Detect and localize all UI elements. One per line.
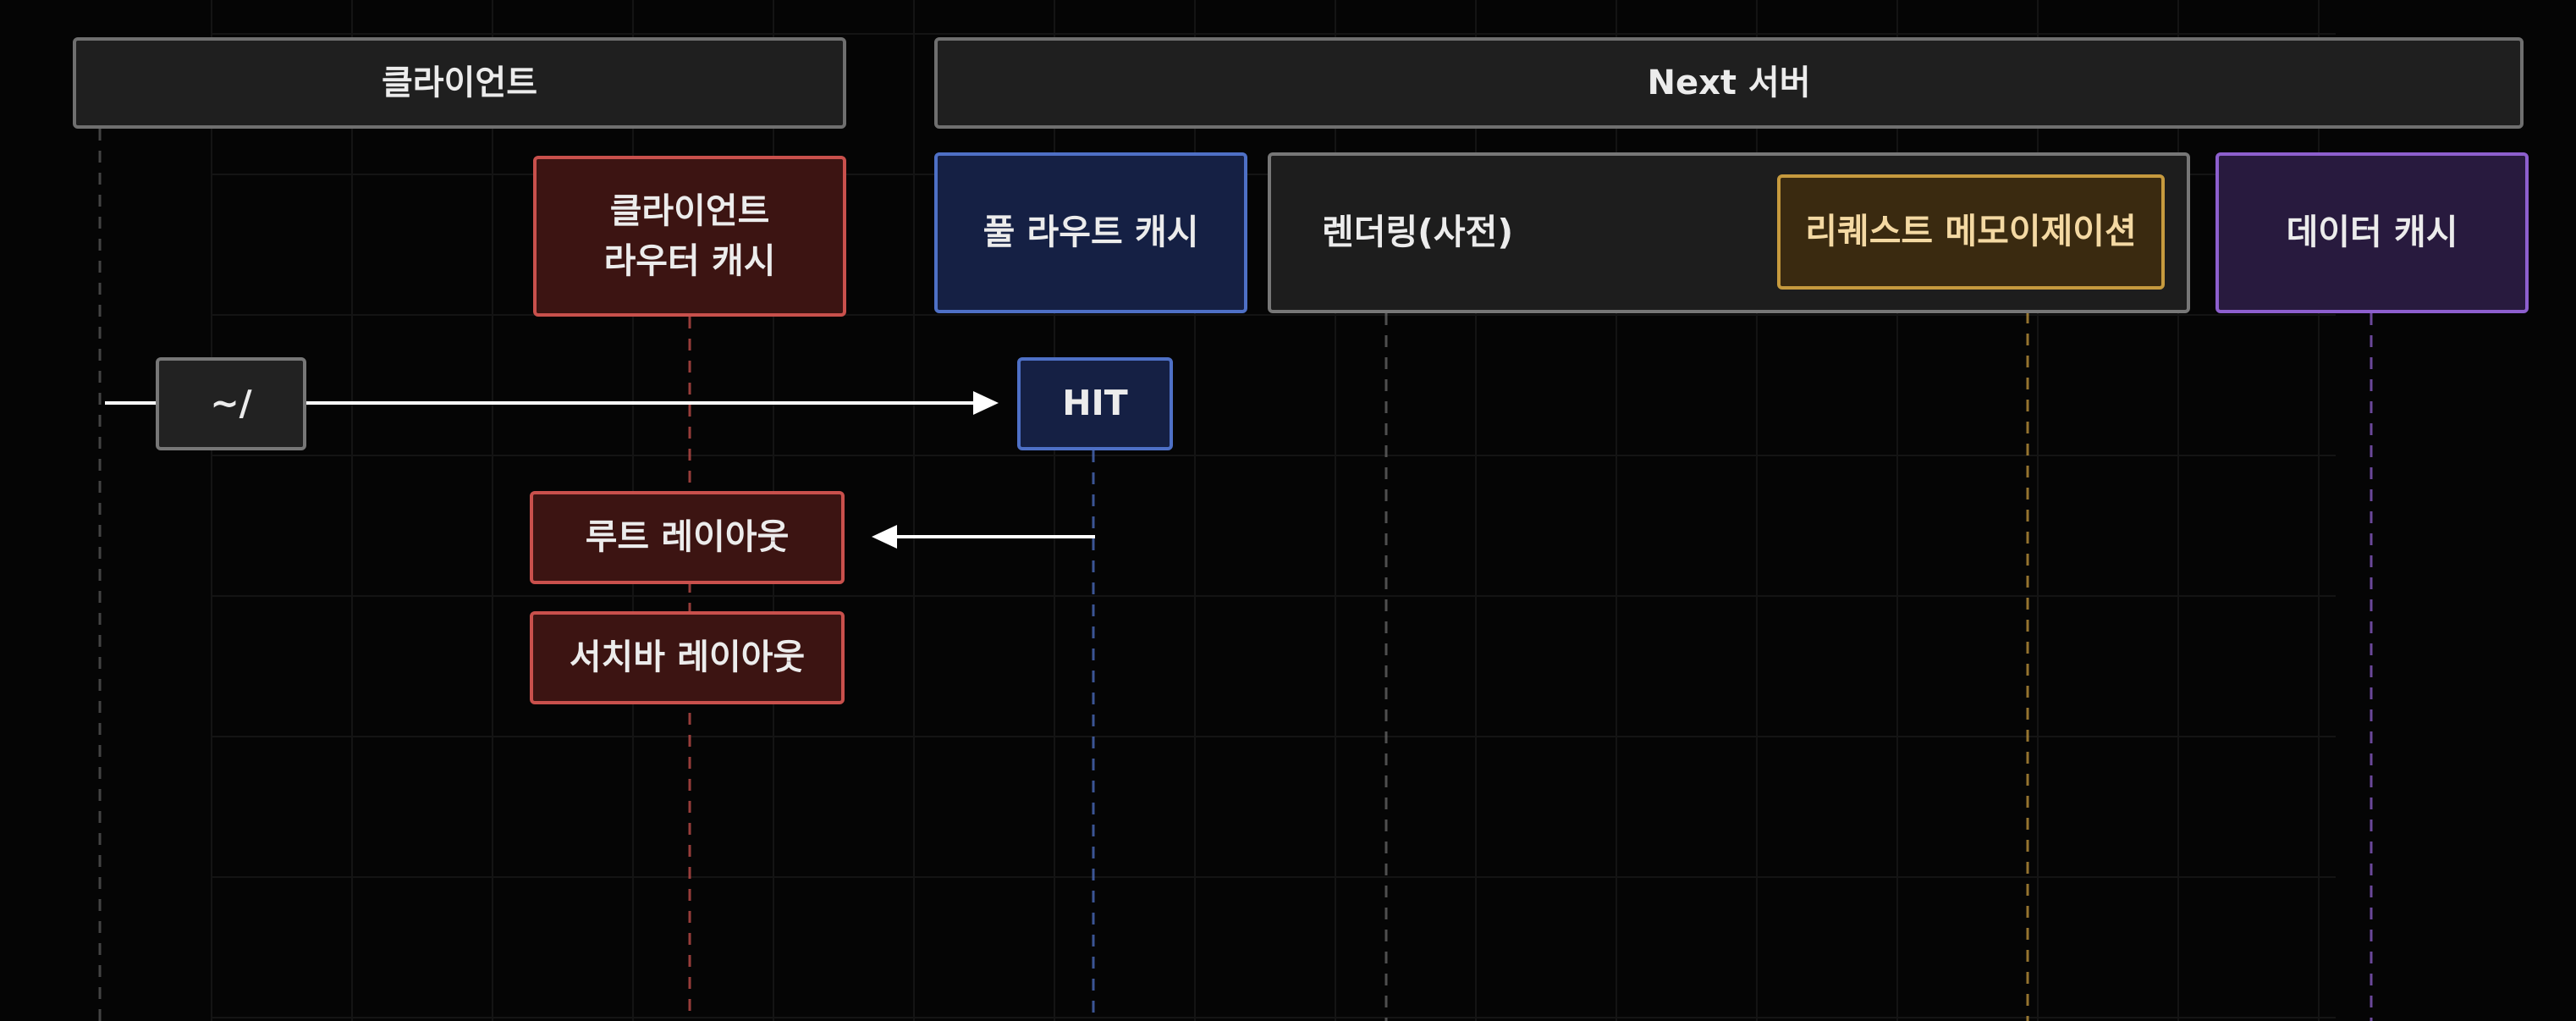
request-memoization-label: 리퀘스트 메모이제이션 bbox=[1805, 211, 2137, 252]
hit-label: HIT bbox=[1062, 383, 1128, 424]
server-lane-header: Next 서버 bbox=[934, 37, 2524, 129]
request-path-label: ~/ bbox=[210, 383, 252, 424]
request-path-box: ~/ bbox=[156, 357, 306, 450]
full-route-cache-label: 풀 라우트 캐시 bbox=[983, 212, 1199, 253]
client-lane-header: 클라이언트 bbox=[73, 37, 846, 129]
server-lane-title: Next 서버 bbox=[1647, 63, 1811, 102]
searchbar-layout-label: 서치바 레이아웃 bbox=[569, 637, 806, 678]
client-lane-title: 클라이언트 bbox=[382, 63, 537, 102]
client-router-cache-box: 클라이언트 라우터 캐시 bbox=[533, 156, 846, 317]
hit-box: HIT bbox=[1017, 357, 1173, 450]
data-cache-box: 데이터 캐시 bbox=[2215, 152, 2529, 313]
rendering-label: 렌더링(사전) bbox=[1322, 212, 1514, 253]
full-route-cache-box: 풀 라우트 캐시 bbox=[934, 152, 1247, 313]
router-cache-label-line2: 라우터 캐시 bbox=[603, 240, 776, 281]
root-layout-label: 루트 레이아웃 bbox=[585, 516, 790, 558]
searchbar-layout-box: 서치바 레이아웃 bbox=[530, 611, 845, 704]
root-layout-box: 루트 레이아웃 bbox=[530, 491, 845, 584]
data-cache-label: 데이터 캐시 bbox=[2286, 212, 2458, 253]
request-memoization-box: 리퀘스트 메모이제이션 bbox=[1777, 174, 2165, 290]
router-cache-label-line1: 클라이언트 bbox=[609, 190, 770, 231]
